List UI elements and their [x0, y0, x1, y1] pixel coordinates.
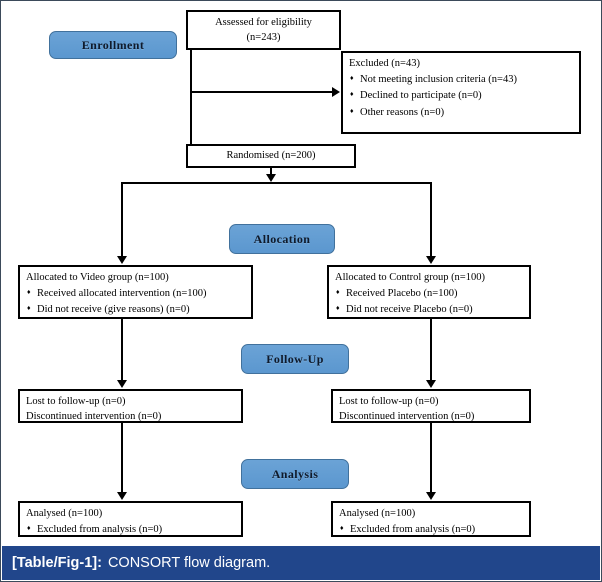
list-item: Received allocated intervention (n=100) — [27, 286, 245, 301]
connector-followup-left-to-analysis — [121, 423, 123, 493]
node-excluded: Excluded (n=43) Not meeting inclusion cr… — [341, 51, 581, 134]
randomised-head: Randomised (n=200) — [226, 150, 316, 162]
arrow-down-icon-alloc-right — [426, 256, 436, 264]
analysis-right-head: Analysed (n=100) — [339, 508, 416, 519]
figure-caption-text: CONSORT flow diagram. — [107, 555, 271, 571]
excluded-reason-list: Not meeting inclusion criteria (n=43) De… — [349, 72, 573, 120]
alloc-right-head: Allocated to Control group (n=100) — [335, 272, 485, 283]
arrow-down-icon-alloc-left — [117, 256, 127, 264]
stage-badge-allocation: Allocation — [229, 224, 335, 254]
node-randomised: Randomised (n=200) — [186, 144, 356, 168]
alloc-right-list: Received Placebo (n=100) Did not receive… — [335, 286, 523, 317]
list-item: Not meeting inclusion criteria (n=43) — [350, 72, 573, 87]
connector-alloc-left-to-followup — [121, 319, 123, 381]
arrow-down-icon-followup-left — [117, 380, 127, 388]
analysis-left-list: Excluded from analysis (n=0) — [26, 522, 235, 537]
list-item: Received Placebo (n=100) — [336, 286, 523, 301]
alloc-left-head: Allocated to Video group (n=100) — [26, 272, 169, 283]
node-followup-video-group: Lost to follow-up (n=0) Discontinued int… — [18, 389, 243, 423]
followup-right-line1: Lost to follow-up (n=0) — [339, 396, 439, 407]
stage-badge-followup: Follow-Up — [241, 344, 349, 374]
list-item: Excluded from analysis (n=0) — [27, 522, 235, 537]
list-item: Other reasons (n=0) — [350, 105, 573, 120]
arrow-down-icon-analysis-right — [426, 492, 436, 500]
stage-badge-analysis: Analysis — [241, 459, 349, 489]
stage-badge-enrollment: Enrollment — [49, 31, 177, 59]
followup-right-line2: Discontinued intervention (n=0) — [339, 411, 475, 423]
alloc-left-list: Received allocated intervention (n=100) … — [26, 286, 245, 317]
assessed-line1: Assessed for eligibility — [215, 16, 312, 28]
flow-diagram-canvas: Enrollment Assessed for eligibility (n=2… — [1, 1, 601, 546]
node-assessed-for-eligibility: Assessed for eligibility (n=243) — [186, 10, 341, 50]
node-allocated-video-group: Allocated to Video group (n=100) Receive… — [18, 265, 253, 319]
arrow-down-icon-followup-right — [426, 380, 436, 388]
connector-split-left — [121, 182, 123, 258]
connector-assessed-to-excluded — [190, 91, 332, 93]
figure-caption-bar: [Table/Fig-1]: CONSORT flow diagram. — [2, 546, 600, 580]
connector-followup-right-to-analysis — [430, 423, 432, 493]
list-item: Did not receive (give reasons) (n=0) — [27, 302, 245, 317]
arrow-down-icon-analysis-left — [117, 492, 127, 500]
connector-alloc-right-to-followup — [430, 319, 432, 381]
figure-caption-label: [Table/Fig-1]: — [12, 555, 102, 571]
followup-left-line1: Lost to follow-up (n=0) — [26, 396, 126, 407]
node-followup-control-group: Lost to follow-up (n=0) Discontinued int… — [331, 389, 531, 423]
analysis-left-head: Analysed (n=100) — [26, 508, 103, 519]
list-item: Did not receive Placebo (n=0) — [336, 302, 523, 317]
connector-randomised-down — [270, 168, 272, 176]
assessed-line2: (n=243) — [246, 32, 281, 43]
list-item: Declined to participate (n=0) — [350, 88, 573, 103]
connector-assessed-to-randomised — [190, 50, 192, 144]
list-item: Excluded from analysis (n=0) — [340, 522, 523, 537]
node-analysed-video-group: Analysed (n=100) Excluded from analysis … — [18, 501, 243, 537]
connector-allocation-split — [121, 182, 432, 184]
analysis-right-list: Excluded from analysis (n=0) — [339, 522, 523, 537]
node-allocated-control-group: Allocated to Control group (n=100) Recei… — [327, 265, 531, 319]
node-analysed-control-group: Analysed (n=100) Excluded from analysis … — [331, 501, 531, 537]
connector-split-right — [430, 182, 432, 258]
followup-left-line2: Discontinued intervention (n=0) — [26, 411, 162, 423]
excluded-head: Excluded (n=43) — [349, 58, 420, 69]
arrow-right-icon-excluded — [332, 87, 340, 97]
arrow-down-icon-randomised — [266, 174, 276, 182]
